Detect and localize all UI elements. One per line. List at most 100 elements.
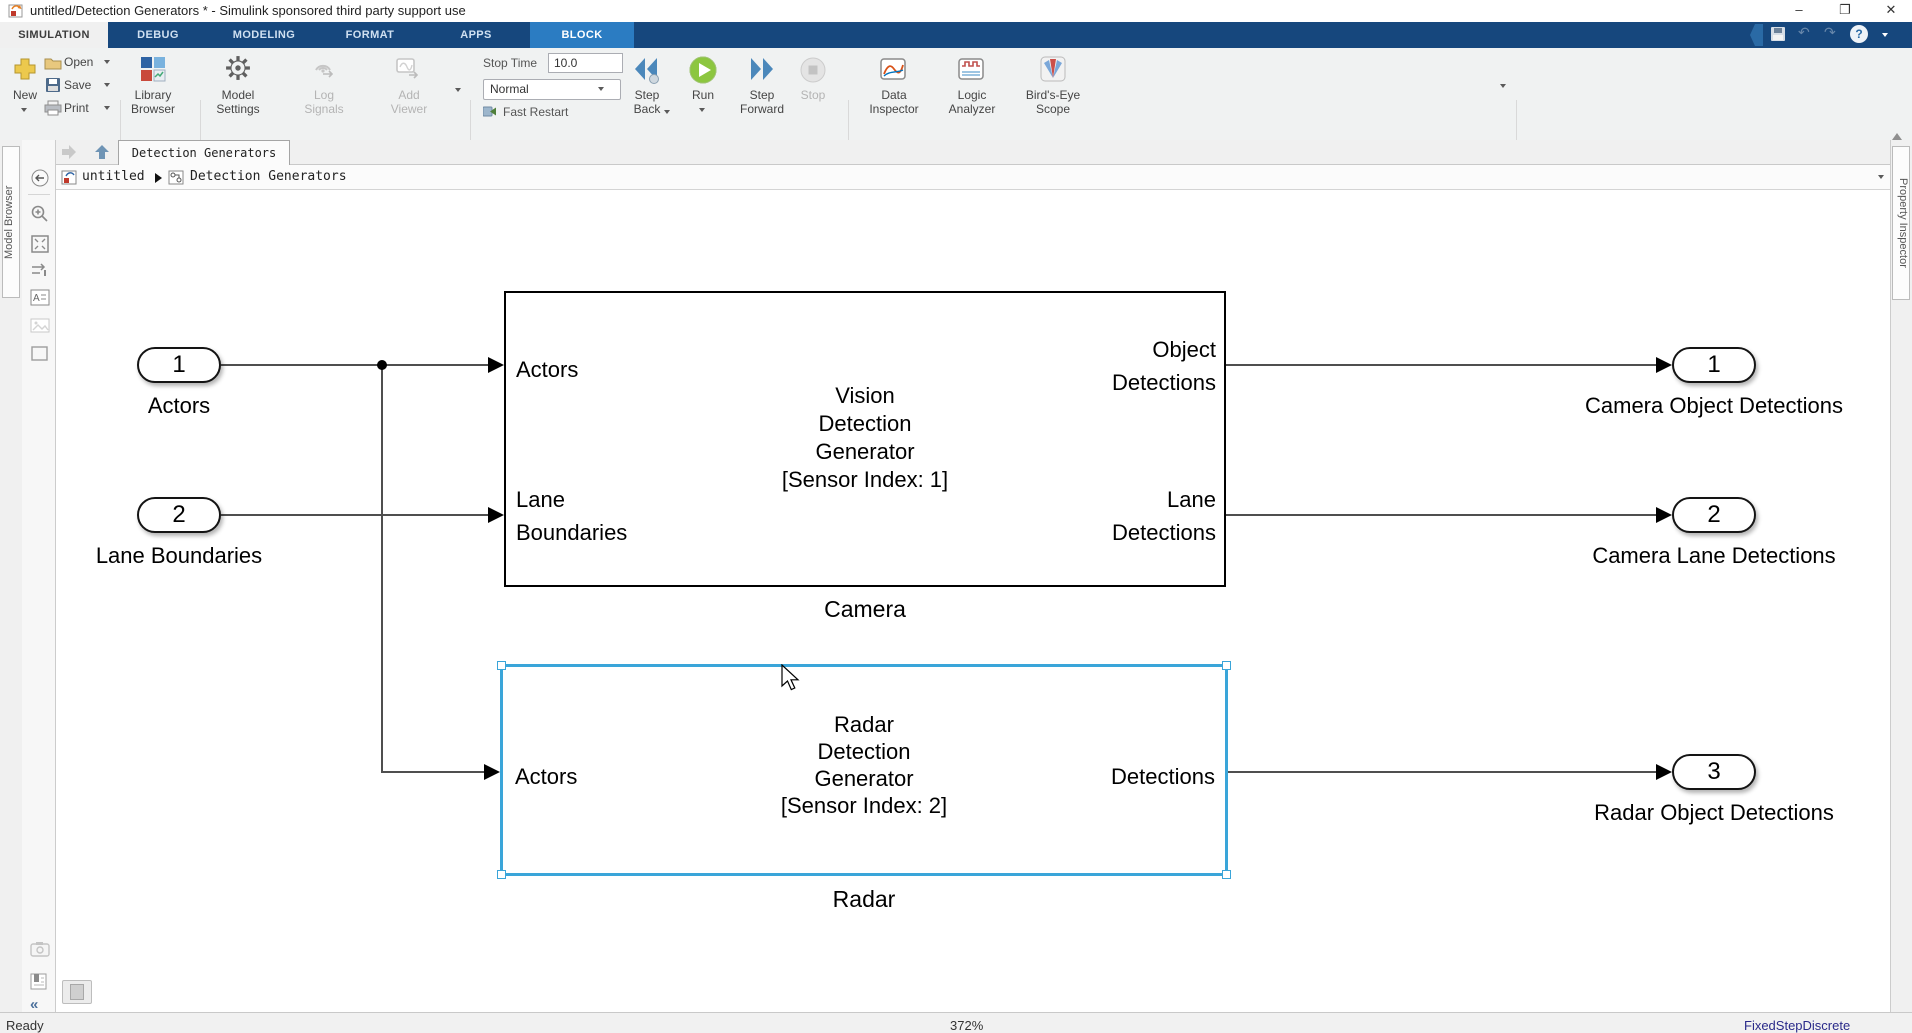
step-back-button[interactable]: Step Back xyxy=(633,88,661,116)
close-button[interactable]: ✕ xyxy=(1885,2,1897,17)
print-icon xyxy=(44,100,62,116)
radar-port-actors: Actors xyxy=(515,764,578,789)
inport-label-1[interactable]: Actors xyxy=(147,393,211,418)
model-browser-label: Model Browser xyxy=(3,185,15,259)
breadcrumb-subsystem[interactable]: Detection Generators xyxy=(190,169,347,184)
prepare-more-caret-icon[interactable] xyxy=(455,88,461,95)
inport-block-1[interactable]: 1 xyxy=(137,347,221,383)
toolbar-gallery-caret-icon[interactable] xyxy=(1500,84,1506,91)
viewmarks-icon[interactable] xyxy=(30,972,50,992)
open-button[interactable]: Open xyxy=(64,55,94,69)
hide-model-browser-icon[interactable] xyxy=(30,168,50,188)
document-tab[interactable]: Detection Generators xyxy=(118,140,290,165)
fit-to-view-icon[interactable] xyxy=(30,234,50,254)
status-zoom-level: 372% xyxy=(950,1018,984,1033)
tab-simulation[interactable]: SIMULATION xyxy=(0,22,108,48)
quick-access-caret-icon[interactable] xyxy=(1882,33,1888,40)
outport-block-3[interactable]: 3 xyxy=(1672,754,1756,790)
fast-restart-icon xyxy=(483,106,496,117)
radar-block-name[interactable]: Radar xyxy=(832,886,896,912)
model-browser-tab[interactable]: Model Browser xyxy=(2,146,20,298)
breadcrumb-subsystem-icon xyxy=(168,170,184,185)
up-arrow-icon[interactable] xyxy=(94,144,110,160)
tab-apps[interactable]: APPS xyxy=(460,29,492,41)
print-caret-icon[interactable] xyxy=(104,106,110,113)
breadcrumb-caret-icon[interactable] xyxy=(1878,175,1884,182)
simulation-mode-select[interactable]: Normal xyxy=(483,79,621,100)
zoom-tool-icon[interactable] xyxy=(30,204,50,224)
new-caret-icon[interactable] xyxy=(21,108,27,115)
camera-block-text: Vision Detection Generator [Sensor Index… xyxy=(781,383,949,492)
fast-restart-checkbox[interactable]: Fast Restart xyxy=(503,105,569,119)
quick-access-chevron-icon[interactable] xyxy=(1750,24,1764,46)
collapse-palette-icon[interactable]: « xyxy=(30,996,39,1013)
arrowhead-icon xyxy=(484,764,500,780)
print-button[interactable]: Print xyxy=(64,101,89,115)
area-box-icon[interactable] xyxy=(30,344,50,364)
arrowhead-icon xyxy=(488,507,504,523)
breadcrumb-model[interactable]: untitled xyxy=(82,169,145,184)
logic-analyzer-button[interactable]: Logic Analyzer xyxy=(948,88,996,116)
run-button[interactable]: Run xyxy=(691,88,714,102)
inport-block-2[interactable]: 2 xyxy=(137,497,221,533)
camera-block-name[interactable]: Camera xyxy=(824,596,906,622)
data-inspector-button[interactable]: Data Inspector xyxy=(869,88,919,116)
inport-label-2[interactable]: Lane Boundaries xyxy=(95,543,263,568)
outport-block-1[interactable]: 1 xyxy=(1672,347,1756,383)
birds-eye-scope-button[interactable]: Bird's-Eye Scope xyxy=(1025,88,1081,116)
birds-eye-scope-icon xyxy=(1040,56,1066,82)
outport-label-2[interactable]: Camera Lane Detections xyxy=(1592,543,1836,568)
radar-block[interactable]: Actors Detections Radar Detection Genera… xyxy=(497,661,1231,879)
selection-handle[interactable] xyxy=(497,661,506,670)
outport-label-1[interactable]: Camera Object Detections xyxy=(1585,393,1843,418)
open-caret-icon[interactable] xyxy=(104,60,110,67)
branch-point[interactable] xyxy=(377,360,387,370)
arrowhead-icon xyxy=(488,357,504,373)
wire-actors-branch-to-radar[interactable] xyxy=(381,365,486,773)
library-browser-icon xyxy=(141,57,166,82)
breadcrumb-bar: untitled Detection Generators xyxy=(22,165,1890,190)
save-button[interactable]: Save xyxy=(64,78,92,92)
camera-block[interactable]: Actors Lane Boundaries Object Detections… xyxy=(504,291,1226,587)
step-back-caret-icon[interactable] xyxy=(664,110,670,117)
tab-format[interactable]: FORMAT xyxy=(345,29,395,41)
model-settings-button[interactable]: Model Settings xyxy=(216,88,260,116)
model-canvas[interactable]: 1 Actors 2 Lane Boundaries Actors Lane B… xyxy=(56,190,1890,1012)
selection-handle[interactable] xyxy=(1222,870,1231,879)
annotation-icon[interactable]: A xyxy=(30,288,50,308)
minimize-button[interactable]: – xyxy=(1795,2,1803,17)
add-viewer-button: Add Viewer xyxy=(390,88,428,116)
log-signals-button: Log Signals xyxy=(304,88,344,116)
tab-modeling[interactable]: MODELING xyxy=(232,29,296,41)
stop-time-input[interactable]: 10.0 xyxy=(548,53,623,73)
help-icon[interactable]: ? xyxy=(1850,25,1868,43)
quick-save-icon[interactable] xyxy=(1770,26,1786,42)
selection-handle[interactable] xyxy=(1222,661,1231,670)
outport-label-3[interactable]: Radar Object Detections xyxy=(1594,800,1834,825)
step-forward-button[interactable]: Step Forward xyxy=(739,88,784,116)
explorer-bar-button[interactable] xyxy=(62,980,92,1004)
maximize-button[interactable]: ❐ xyxy=(1839,2,1851,17)
data-inspector-icon xyxy=(880,58,906,80)
property-inspector-tab[interactable]: Property Inspector xyxy=(1892,146,1910,300)
selection-handle[interactable] xyxy=(497,870,506,879)
new-icon xyxy=(14,58,36,80)
left-gutter xyxy=(0,140,22,1012)
stop-icon xyxy=(800,57,826,83)
tab-block[interactable]: BLOCK xyxy=(530,22,634,48)
outport-block-2[interactable]: 2 xyxy=(1672,497,1756,533)
status-solver[interactable]: FixedStepDiscrete xyxy=(1744,1018,1851,1033)
camera-port-object-detections: Object Detections xyxy=(1112,337,1216,395)
save-caret-icon[interactable] xyxy=(104,83,110,90)
run-caret-icon[interactable] xyxy=(699,108,705,115)
new-button[interactable]: New xyxy=(12,88,37,102)
status-ready: Ready xyxy=(6,1018,44,1033)
toolbar: New Open Save Print FILE Library Browser… xyxy=(0,48,1912,182)
signal-routing-icon[interactable] xyxy=(30,260,50,280)
library-browser-button[interactable]: Library Browser xyxy=(130,88,175,116)
tab-debug[interactable]: DEBUG xyxy=(137,29,179,41)
title-bar: untitled/Detection Generators * - Simuli… xyxy=(0,0,1912,23)
run-icon xyxy=(689,56,717,84)
image-annotation-icon xyxy=(30,318,50,333)
toolbar-collapse-icon[interactable] xyxy=(1892,128,1902,140)
